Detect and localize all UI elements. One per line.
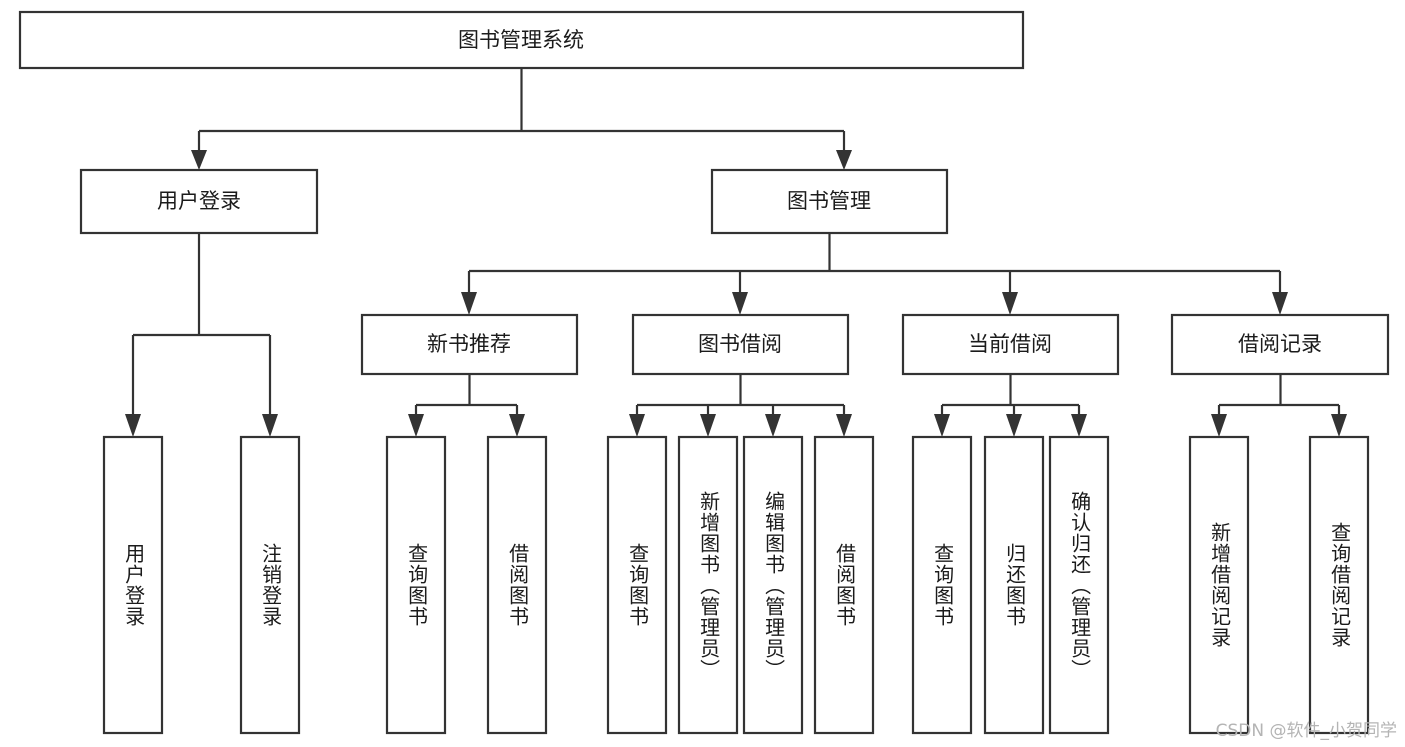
node-book-management[interactable]: 图书管理 bbox=[710, 168, 949, 235]
node-borrow-record-label: 借阅记录 bbox=[1238, 332, 1322, 356]
node-user-login[interactable]: 用户登录 bbox=[79, 168, 319, 235]
node-leaf-borrow-book-1[interactable] bbox=[486, 435, 548, 735]
node-new-book-recommend-label: 新书推荐 bbox=[427, 332, 511, 356]
node-leaf-add-book[interactable] bbox=[677, 435, 739, 735]
connector-bookmgmt-to-level2 bbox=[461, 233, 1288, 315]
node-root[interactable]: 图书管理系统 bbox=[18, 10, 1025, 70]
connector-currentborrow-to-leaves bbox=[934, 374, 1087, 437]
node-leaf-query-book-3[interactable] bbox=[911, 435, 973, 735]
node-leaf-confirm-return[interactable] bbox=[1048, 435, 1110, 735]
node-leaf-add-borrow-record[interactable] bbox=[1188, 435, 1250, 735]
node-borrow-record[interactable]: 借阅记录 bbox=[1170, 313, 1390, 376]
node-book-borrow-label: 图书借阅 bbox=[698, 332, 782, 356]
node-current-borrow-label: 当前借阅 bbox=[968, 332, 1052, 356]
connector-newbook-to-leaves bbox=[408, 374, 525, 437]
node-book-management-label: 图书管理 bbox=[787, 189, 871, 213]
node-root-label: 图书管理系统 bbox=[458, 28, 584, 52]
node-leaf-query-borrow-record[interactable] bbox=[1308, 435, 1370, 735]
connector-userlogin-to-leaves bbox=[125, 233, 278, 437]
node-book-borrow[interactable]: 图书借阅 bbox=[631, 313, 850, 376]
node-leaf-query-book-1[interactable] bbox=[385, 435, 447, 735]
node-leaf-logout-login[interactable] bbox=[239, 435, 301, 735]
node-leaf-borrow-book-2[interactable] bbox=[813, 435, 875, 735]
node-leaf-user-login[interactable] bbox=[102, 435, 164, 735]
connector-borrowrecord-to-leaves bbox=[1211, 374, 1347, 437]
connector-bookborrow-to-leaves bbox=[629, 374, 852, 437]
node-current-borrow[interactable]: 当前借阅 bbox=[901, 313, 1120, 376]
node-new-book-recommend[interactable]: 新书推荐 bbox=[360, 313, 579, 376]
connector-root-to-level1 bbox=[191, 68, 852, 170]
node-leaf-query-book-2[interactable] bbox=[606, 435, 668, 735]
node-user-login-label: 用户登录 bbox=[157, 189, 241, 213]
csdn-watermark: CSDN @软件_小贺同学 bbox=[1215, 721, 1397, 741]
node-leaf-edit-book[interactable] bbox=[742, 435, 804, 735]
node-leaf-return-book[interactable] bbox=[983, 435, 1045, 735]
